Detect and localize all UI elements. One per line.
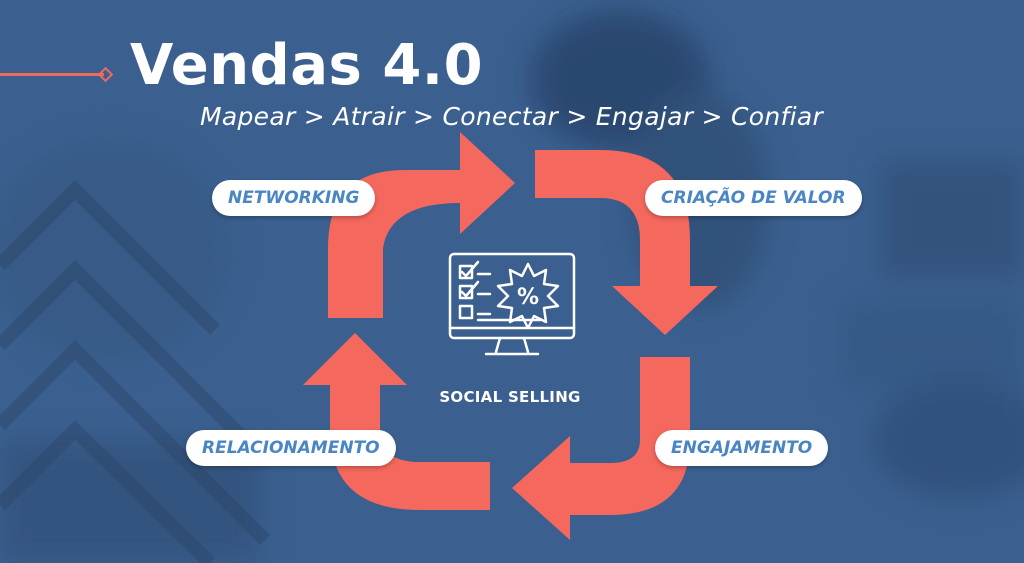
stage-networking: NETWORKING <box>212 180 376 216</box>
arrow-engajamento <box>512 357 690 540</box>
stage-engajamento: ENGAJAMENTO <box>655 430 829 466</box>
center-label-social-selling: SOCIAL SELLING <box>439 388 581 406</box>
title-accent-line <box>0 73 104 76</box>
stage-relacionamento: RELACIONAMENTO <box>186 430 396 466</box>
computer-discount-checklist-icon: % <box>448 252 576 356</box>
stage-criacao-de-valor: CRIAÇÃO DE VALOR <box>645 180 862 216</box>
page-subtitle: Mapear > Atrair > Conectar > Engajar > C… <box>200 102 824 131</box>
arrow-networking <box>328 132 515 318</box>
page-title: Vendas 4.0 <box>130 33 484 98</box>
percent-glyph: % <box>517 285 539 310</box>
